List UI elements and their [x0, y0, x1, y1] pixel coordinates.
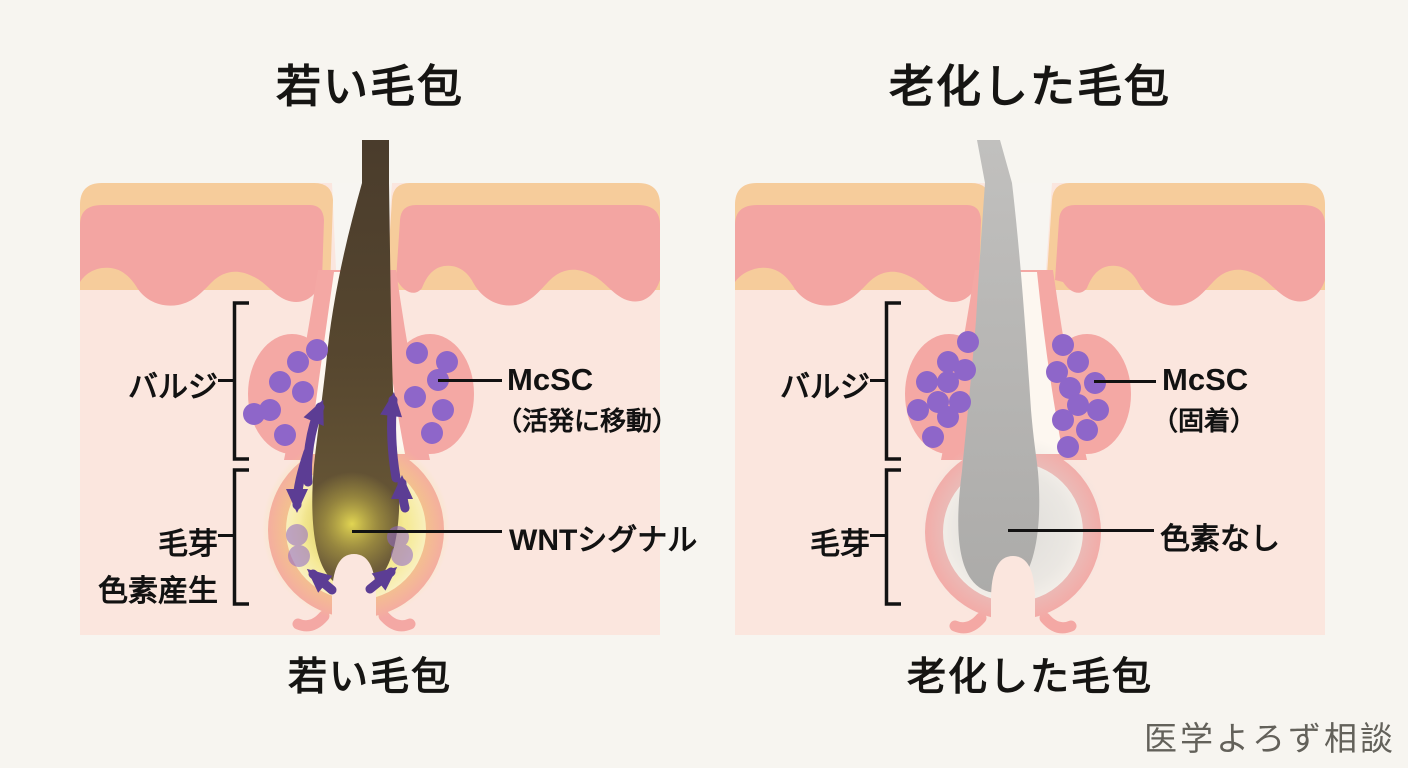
epidermis-layer-left: [80, 205, 324, 306]
mcsc-cells-aged: [907, 331, 1109, 458]
bulge-tick-aged: [870, 379, 885, 382]
wnt-pointer: [352, 530, 502, 533]
mcsc-cells-young: [243, 339, 458, 567]
mcsc-label-young: McSC: [507, 362, 594, 397]
mcsc-cells-migrated: [286, 524, 413, 567]
germ-tick-aged: [870, 534, 885, 537]
no-pigment-pointer: [1008, 529, 1154, 532]
hair-shaft-aged: [958, 140, 1040, 593]
dermal-papilla: [991, 556, 1035, 635]
epidermis-layer-right: [396, 205, 660, 306]
hair-germ-label-aged: 毛芽: [810, 528, 870, 561]
watermark: 医学よろず相談: [1144, 722, 1396, 758]
epidermis-layer-left: [735, 205, 981, 306]
bracket-bulge-aged: [884, 301, 901, 461]
bracket-bulge-young: [232, 301, 249, 461]
bulge-label-young: バルジ: [128, 371, 218, 404]
hair-germ-label-young: 毛芽: [158, 528, 218, 561]
bracket-germ-young: [232, 468, 249, 606]
bulge-label-aged: バルジ: [780, 371, 870, 404]
epidermis-layer-right: [1055, 205, 1325, 306]
germ-tick-young: [218, 534, 233, 537]
mcsc-state-young: （活発に移動）: [496, 406, 679, 436]
bulge-tick-young: [218, 379, 233, 382]
arrow-down-left: [286, 447, 313, 513]
mcsc-label-aged: McSC: [1162, 362, 1249, 397]
wnt-label: WNTシグナル: [509, 524, 698, 557]
mcsc-pointer-aged: [1094, 380, 1156, 383]
mcsc-pointer-young: [438, 379, 502, 382]
young-panel-title: 若い毛包: [275, 61, 464, 112]
pigment-core-glow: [300, 472, 404, 576]
pigment-production-label: 色素産生: [98, 575, 218, 608]
arrow-up-left: [303, 399, 325, 487]
bracket-germ-aged: [884, 468, 901, 606]
aged-panel-caption: 老化した毛包: [906, 656, 1153, 699]
no-pigment-label: 色素なし: [1160, 523, 1280, 556]
migration-arrows: [286, 392, 414, 595]
dermal-papilla: [332, 554, 376, 635]
aged-panel-title: 老化した毛包: [888, 61, 1171, 112]
mcsc-state-aged: （固着）: [1152, 406, 1257, 436]
young-panel-caption: 若い毛包: [287, 656, 452, 699]
arrow-into-bulb-left: [306, 568, 337, 595]
young-follicle-illustration: [80, 140, 660, 635]
arrow-up-right: [380, 392, 403, 483]
arrow-up-right-small: [391, 475, 414, 513]
arrow-into-bulb-right: [365, 566, 398, 594]
